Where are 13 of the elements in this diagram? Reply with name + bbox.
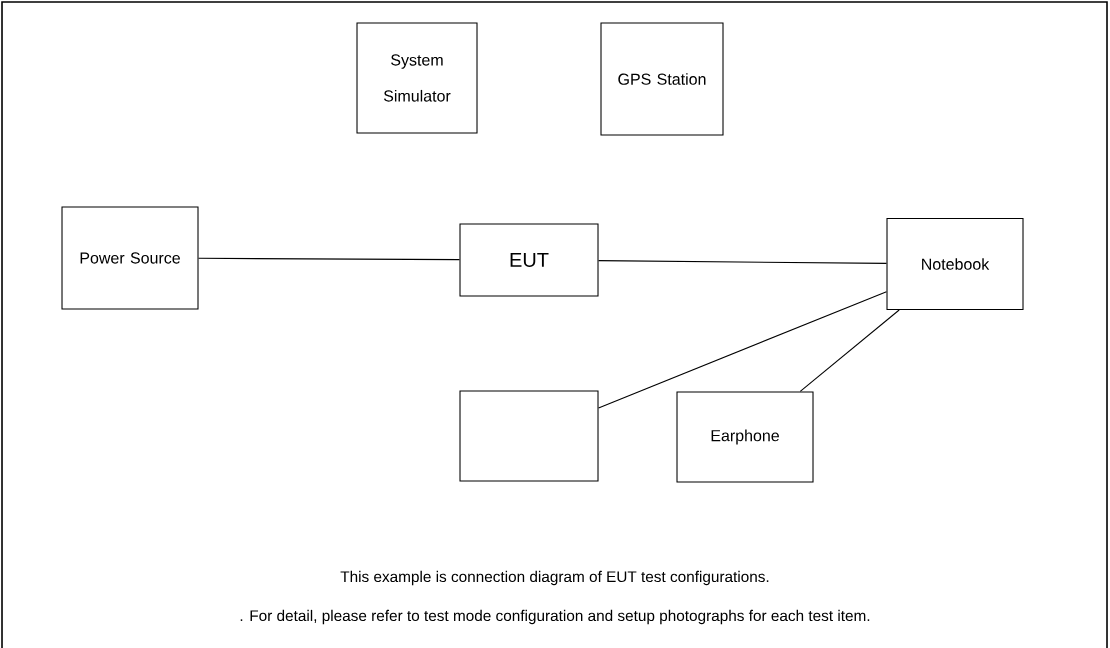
device-box: System Simulator [356,22,478,134]
device-box: EUT [459,223,599,297]
connection-line [598,291,887,409]
device-box [459,390,599,482]
note-text: . For detail, please refer to test mode configuration and setup photographs for each test item. [240,609,870,625]
connection-line [799,309,900,392]
note-text: This example is connection diagram of EUT test configurations. [340,570,769,586]
connection-line [198,257,460,261]
device-box: GPS Station [600,22,724,136]
device-box: Earphone [676,391,814,483]
device-box: Power Source [61,206,199,310]
connection-line [598,260,887,264]
device-box: Notebook [886,217,1024,311]
